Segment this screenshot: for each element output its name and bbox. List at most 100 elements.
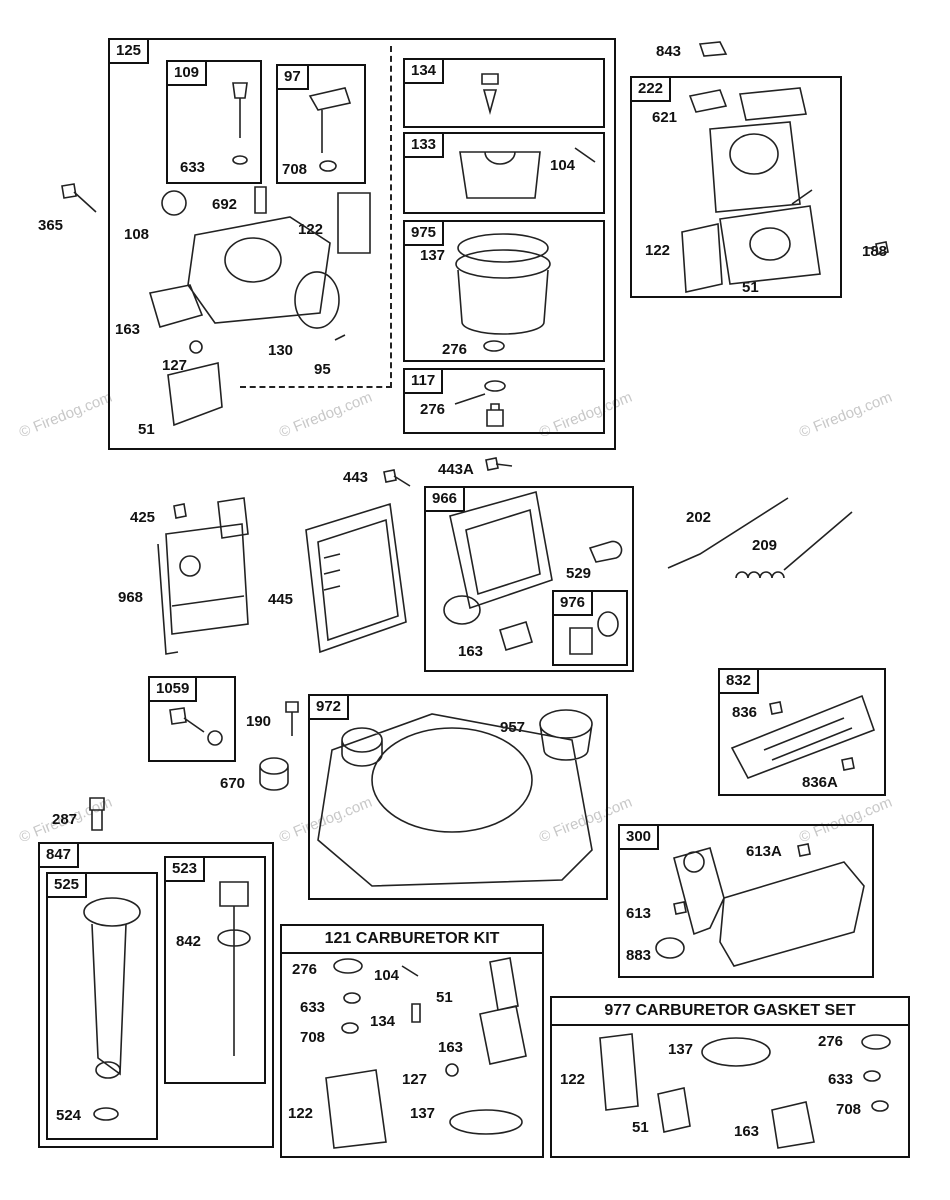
group-label: 134 [405, 60, 445, 84]
group-label: 525 [48, 874, 88, 898]
bolt-icon [61, 183, 97, 213]
fitting-icon [89, 797, 105, 831]
part-label: 202 [686, 509, 712, 526]
group-523: 523 [164, 856, 266, 1084]
part-label: 287 [52, 811, 78, 828]
air-cleaner-cover-icon [443, 490, 623, 652]
part-label: 122 [288, 1105, 314, 1122]
part-label: 163 [458, 643, 484, 660]
kit-121-carburetor-kit: 121 CARBURETOR KIT [280, 924, 544, 1158]
part-label: 163 [438, 1039, 464, 1056]
part-label: 670 [220, 775, 246, 792]
part-label: 708 [836, 1101, 862, 1118]
group-label: 966 [426, 488, 466, 512]
group-525: 525 [46, 872, 158, 1140]
part-label: 842 [176, 933, 202, 950]
part-label: 137 [668, 1041, 694, 1058]
group-109: 109 [166, 60, 262, 184]
group-847: 847 [38, 842, 274, 1148]
screw-icon [866, 241, 889, 255]
part-label: 122 [560, 1071, 586, 1088]
part-label: 529 [566, 565, 592, 582]
group-label: 97 [278, 66, 309, 90]
group-97: 97 [276, 64, 366, 184]
carburetor-assembly-icon [681, 87, 821, 293]
part-label: 134 [370, 1013, 396, 1030]
fuel-tank-icon [317, 709, 593, 887]
part-label: 443A [438, 461, 474, 478]
part-label: 209 [752, 537, 778, 554]
kit-title: 121 CARBURETOR KIT [282, 926, 542, 954]
group-label: 117 [405, 370, 444, 394]
part-label: 130 [268, 342, 294, 359]
bowl-nut-icon [454, 380, 506, 427]
part-label: 836 [732, 704, 758, 721]
group-label: 1059 [150, 678, 198, 702]
group-label: 222 [632, 78, 672, 102]
fuel-pipe-icon [83, 897, 141, 1121]
part-label: 104 [374, 967, 400, 984]
part-label: 957 [500, 719, 526, 736]
part-label: 708 [300, 1029, 326, 1046]
kit-parts-icon [325, 957, 527, 1149]
part-label: 633 [300, 999, 326, 1016]
group-label: 133 [405, 134, 445, 158]
part-label: 127 [402, 1071, 428, 1088]
part-label: 276 [420, 401, 446, 418]
group-117: 117 [403, 368, 605, 434]
group-label: 125 [110, 40, 150, 64]
part-label: 445 [268, 591, 294, 608]
governor-link-icon [667, 497, 789, 569]
part-label: 276 [818, 1033, 844, 1050]
part-label: 365 [38, 217, 64, 234]
group-134: 134 [403, 58, 605, 128]
part-label: 276 [442, 341, 468, 358]
group-label: 109 [168, 62, 208, 86]
group-976: 976 [552, 590, 628, 666]
air-cleaner-base-icon [157, 497, 249, 655]
part-label: 836A [802, 774, 838, 791]
part-label: 843 [656, 43, 682, 60]
screw-icon [485, 457, 513, 471]
muffler-icon [655, 843, 865, 967]
dipstick-icon [217, 881, 251, 1056]
part-label: 51 [742, 279, 759, 296]
screw-icon [285, 701, 299, 736]
watermark: © Firedog.com [16, 388, 115, 442]
spacer-icon [259, 757, 289, 791]
group-label: 972 [310, 696, 350, 720]
part-label: 633 [828, 1071, 854, 1088]
part-label: 613A [746, 843, 782, 860]
group-975: 975 [403, 220, 605, 362]
gasket-set-icon [599, 1033, 891, 1149]
group-966: 966 [424, 486, 634, 672]
part-label: 95 [314, 361, 331, 378]
bolt-washer-icon [169, 707, 223, 746]
governor-spring-icon [735, 511, 853, 579]
inlet-needle-icon [481, 73, 499, 116]
part-label: 190 [246, 713, 272, 730]
part-label: 163 [734, 1123, 760, 1140]
part-label: 524 [56, 1107, 82, 1124]
group-972: 972 [308, 694, 608, 900]
breather-icon [569, 611, 619, 655]
clip-icon [698, 41, 728, 57]
part-label: 425 [130, 509, 156, 526]
part-label: 968 [118, 589, 144, 606]
part-label: 137 [420, 247, 446, 264]
needle-valve-icon [308, 87, 352, 172]
group-222: 222 [630, 76, 842, 298]
part-label: 276 [292, 961, 318, 978]
part-label: 137 [410, 1105, 436, 1122]
group-300: 300 [618, 824, 874, 978]
carburetor-body-icon [148, 186, 371, 427]
part-label: 122 [645, 242, 671, 259]
group-832: 832 [718, 668, 886, 796]
part-label: 108 [124, 226, 150, 243]
part-label: 633 [180, 159, 206, 176]
screw-icon [383, 469, 411, 487]
muffler-guard-icon [730, 694, 876, 779]
part-label: 163 [115, 321, 141, 338]
carb-divider [240, 46, 392, 388]
part-label: 104 [550, 157, 576, 174]
